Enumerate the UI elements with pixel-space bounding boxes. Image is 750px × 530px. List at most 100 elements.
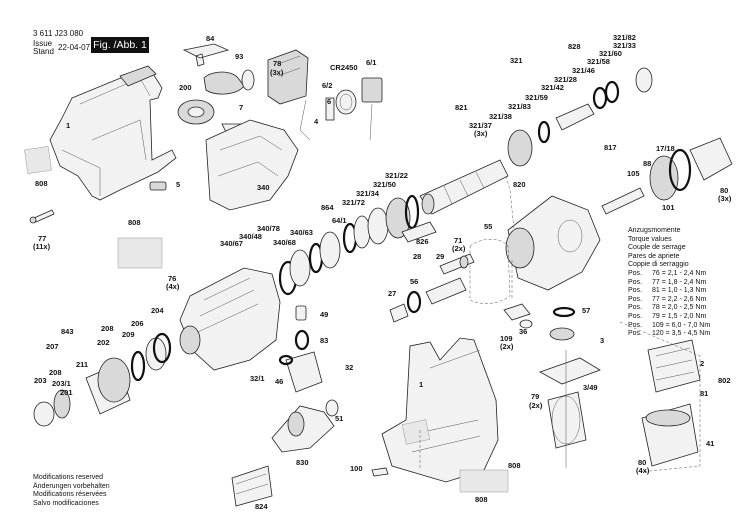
part-label: 83 [320,336,328,345]
torque-value: 120 = 3,5 - 4,5 Nm [652,330,711,338]
part-label: 80 [720,186,728,195]
gear-ring-set-321 [342,194,420,254]
part-label: 202 [97,338,110,347]
torque-row: Pos.77 = 2,2 - 2,6 Nm [628,296,710,305]
part-label: 824 [255,502,268,511]
part-label: 28 [413,252,421,261]
gear-housing-820 [505,195,601,291]
part-label: (2x) [452,244,466,253]
part-label: 207 [46,342,59,351]
torque-pos: Pos. [628,278,643,286]
part-label: 3/49 [583,383,598,392]
torque-row: Pos.78 = 2,0 - 2,5 Nm [628,304,710,313]
pointer-dash-2 [619,321,701,473]
part-label: 36 [519,327,527,336]
shaft-set-826 [389,221,475,323]
part-label: 6 [327,97,331,106]
pointer-dash-main [419,175,515,470]
torque-title-en: Torque values [628,235,672,243]
part-label: 817 [604,143,617,152]
part-label: 209 [122,330,135,339]
part-label: (3x) [270,68,284,77]
issue-date: 22-04-07 [58,43,91,52]
part-label: (2x) [500,342,514,351]
part-label: (4x) [166,282,180,291]
part-label: 321/33 [613,41,636,50]
housing-half-right [381,337,499,483]
part-label: 32 [345,363,353,372]
part-label: 340/67 [220,239,243,248]
part-label: 843 [61,327,74,336]
part-label: 206 [131,319,144,328]
part-label: 208 [49,368,62,377]
spindle-830 [271,405,335,453]
part-label: 77 [38,234,46,243]
part-label: 321/59 [525,93,548,102]
part-label: 826 [416,237,429,246]
clip-824 [231,465,273,507]
torque-pos: Pos. [628,312,643,320]
bearing-set-828 [507,67,653,167]
part-label: 321/46 [572,66,595,75]
part-label: 88 [643,159,651,168]
part-label: 321/38 [489,112,512,121]
part-label: (3x) [474,129,488,138]
torque-row: Pos.77 = 1,8 - 2,4 Nm [628,279,710,288]
torque-pos: Pos. [628,295,643,303]
torque-pos: Pos. [628,269,643,277]
torque-row: Pos. 109 = 6,0 - 7,0 Nm [628,322,710,331]
part-label: 49 [320,310,328,319]
torque-row: Pos.120 = 3,5 - 4,5 Nm [628,330,710,339]
part-6-2 [325,97,335,121]
part-label: 203/1 [52,379,71,388]
battery-cr2450 [335,89,357,115]
part-label: 76 [168,274,176,283]
part-label: 321/28 [554,75,577,84]
torque-title-de: Anzugsmomente [628,227,681,234]
housing-half-left [49,65,177,201]
part-label: 55 [484,222,492,231]
part-label: 56 [410,277,418,286]
main-housing-340 [205,119,299,211]
part-label: 81 [700,389,708,398]
part-label: 808 [35,179,48,188]
part-label: 46 [275,377,283,386]
part-label: 29 [436,252,444,261]
torque-pos: Pos. [628,321,643,329]
seal-rings-340 [278,231,341,296]
o-ring-57 [552,306,576,318]
torque-title-fr: Couple de serrage [628,244,686,252]
part-label: 105 [627,169,640,178]
modifications-line: Salvo modificaciones [33,499,99,507]
electronics-78 [267,49,309,105]
modifications-line: Modifications reserved [33,474,104,481]
part-200 [177,99,215,125]
striker-821 [419,159,509,215]
label-plate-808-left [24,146,52,174]
part-label: 71 [454,236,462,245]
part-label: 5 [176,180,180,189]
screw-77 [29,209,55,224]
part-label: 27 [388,289,396,298]
torque-row: Pos.79 = 1,5 - 2,0 Nm [628,313,710,322]
part-label: 78 [273,59,281,68]
part-label: 208 [101,324,114,333]
torque-table: Anzugsmomente Torque values Couple de se… [628,227,710,339]
stator-802 [641,339,701,467]
part-label: 4 [314,117,319,126]
part-label: 80 [638,458,646,467]
part-label: 321/50 [373,180,396,189]
part-49-83 [278,305,323,393]
torque-value: 109 = 6,0 - 7,0 Nm [652,321,711,329]
part-label: 820 [513,180,526,189]
part-label: 321/34 [356,189,380,198]
torque-title-es: Pares de apriete [628,252,680,260]
screw-100 [371,467,389,477]
part-label: 321/82 [613,33,636,42]
part-label: 340/68 [273,238,296,247]
part-label: 6/2 [322,81,332,90]
part-label: 321/60 [599,49,622,58]
part-label: 340/48 [239,232,262,241]
part-label: 321 [510,56,523,65]
part-label: 17/18 [656,144,675,153]
